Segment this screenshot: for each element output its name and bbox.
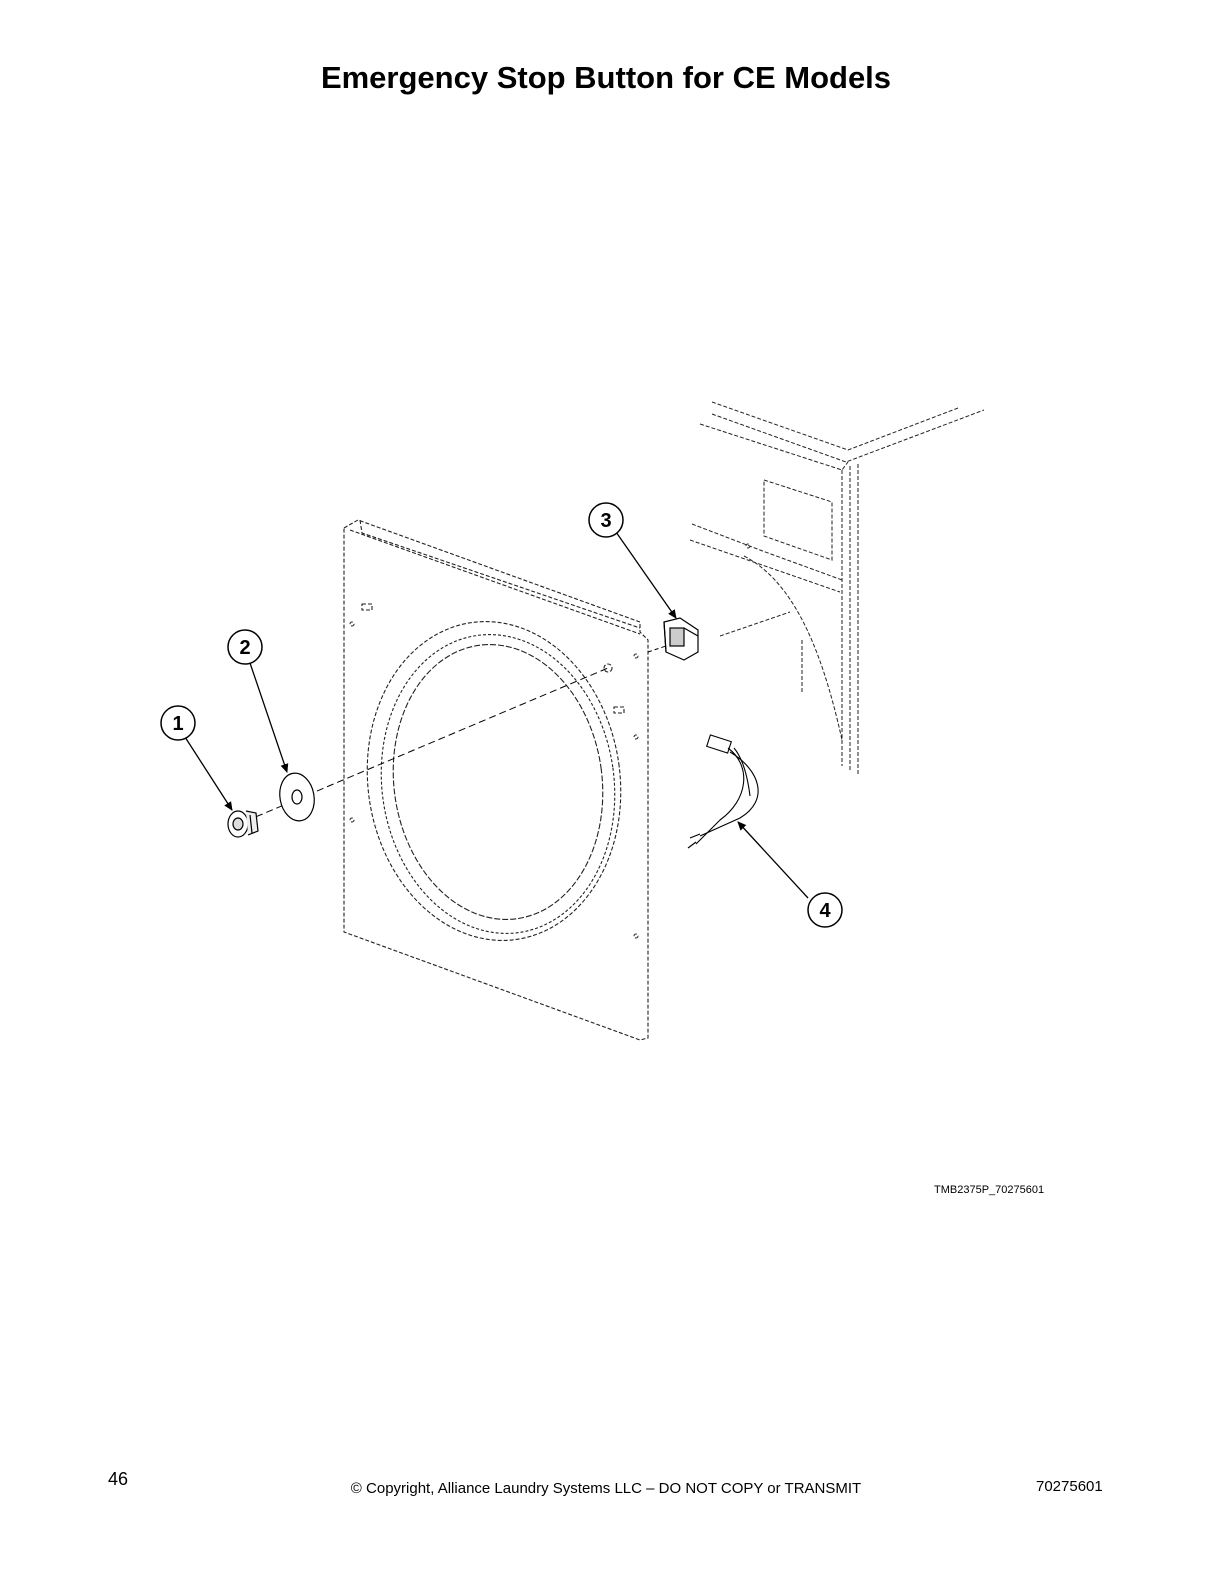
stop-button-part <box>227 810 259 838</box>
callout-3: 3 <box>588 502 624 538</box>
copyright-notice: © Copyright, Alliance Laundry Systems LL… <box>350 1480 862 1497</box>
front-panel <box>343 519 649 1041</box>
callout-4-leader <box>737 821 809 899</box>
callout-2: 2 <box>227 629 263 665</box>
wire-harness-part <box>687 734 759 849</box>
callout-2-leader <box>249 662 289 773</box>
switch-part <box>663 617 699 661</box>
callout-3-leader <box>615 531 677 619</box>
callout-2-label: 2 <box>239 637 250 659</box>
washer-part <box>279 772 315 822</box>
cabinet-section <box>689 401 985 774</box>
callout-1-leader <box>184 736 233 811</box>
callout-4-label: 4 <box>819 900 831 922</box>
callout-4: 4 <box>807 892 843 928</box>
page-number: 46 <box>108 1469 129 1489</box>
callout-3-label: 3 <box>600 510 611 532</box>
page-title: Emergency Stop Button for CE Models <box>320 60 892 95</box>
document-number: 70275601 <box>1036 1478 1103 1495</box>
callout-1: 1 <box>160 705 196 741</box>
assembly-line-switch <box>647 645 667 653</box>
callout-1-label: 1 <box>172 713 183 735</box>
figure-code: TMB2375P_70275601 <box>934 1184 1045 1196</box>
